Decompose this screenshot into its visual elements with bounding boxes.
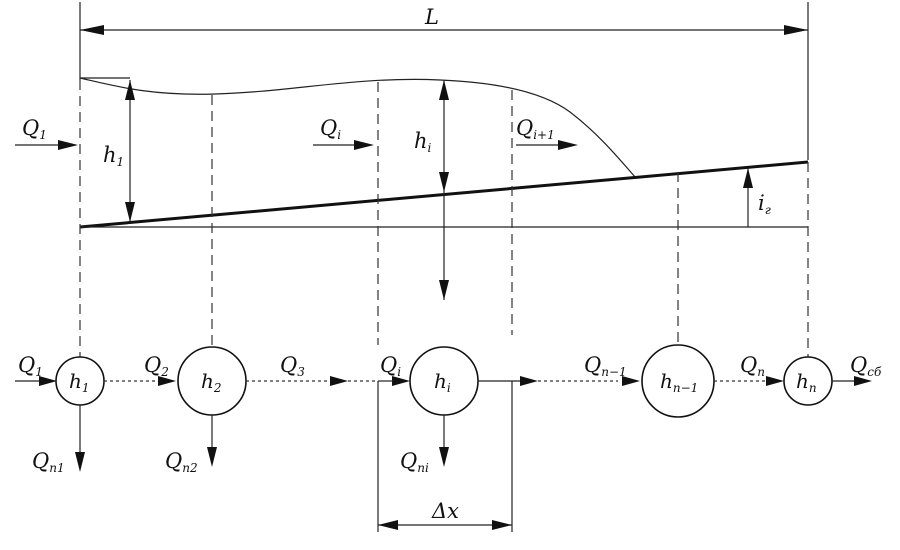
q1-node-inflow-label: Q1 — [18, 353, 43, 379]
link-1-2-arrow — [158, 376, 176, 386]
qsb-label: Qсб — [850, 353, 882, 379]
slope-arrow — [743, 168, 753, 188]
h1-depth-label: h1 — [103, 143, 124, 169]
dx-label: Δx — [431, 499, 459, 523]
q2-label: Q2 — [144, 353, 169, 379]
qn1-outflow-label: Qn1 — [32, 449, 65, 475]
qi-node-inflow-arrow — [392, 376, 410, 386]
link-2-i-arrow — [330, 376, 348, 386]
link-i-out-arrow — [520, 376, 538, 386]
node-hn-1-label: hn−1 — [660, 369, 698, 395]
length-arrow-left — [80, 25, 104, 35]
node-h1-label: h1 — [69, 369, 90, 395]
hi-arrow-down — [439, 172, 449, 192]
qi1-flow-label: Qi+1 — [516, 116, 555, 142]
hi-arrow-up — [439, 80, 449, 100]
qi1-flow-arrow — [558, 140, 578, 150]
q1-inflow-label: Q1 — [22, 116, 47, 142]
qn-1-label: Qn−1 — [584, 353, 627, 379]
h1-arrow-up — [125, 80, 135, 100]
node-hi-label: hi — [434, 369, 451, 395]
q3-label: Q3 — [280, 353, 305, 379]
q1-node-inflow-arrow — [39, 376, 57, 386]
qni-outflow-arrow — [439, 447, 449, 467]
qn2-outflow-label: Qn2 — [165, 449, 198, 475]
qsb-outflow-arrow — [854, 376, 872, 386]
link-n1-n-arrow — [766, 376, 784, 386]
hi-arrow-to-node — [439, 280, 449, 300]
dx-arrow-right — [492, 520, 512, 530]
q1-inflow-arrow — [58, 140, 78, 150]
length-label: L — [424, 5, 439, 29]
qn1-outflow-arrow — [75, 452, 85, 472]
dx-arrow-left — [378, 520, 398, 530]
qi-flow-arrow — [354, 140, 374, 150]
qni-outflow-label: Qni — [400, 449, 429, 475]
h1-arrow-down — [125, 202, 135, 222]
slope-label: iг — [758, 191, 771, 217]
link-i-n1-arrow — [622, 376, 640, 386]
node-h2-label: h2 — [201, 369, 222, 395]
hi-depth-label: hi — [414, 129, 432, 155]
qn-label: Qn — [740, 353, 765, 379]
node-hn-label: hn — [796, 369, 817, 395]
water-surface-curve — [79, 77, 637, 179]
length-arrow-right — [784, 25, 808, 35]
qn2-outflow-arrow — [207, 447, 217, 467]
qi-node-label: Qi — [380, 353, 401, 379]
qi-flow-label: Qi — [320, 116, 341, 142]
